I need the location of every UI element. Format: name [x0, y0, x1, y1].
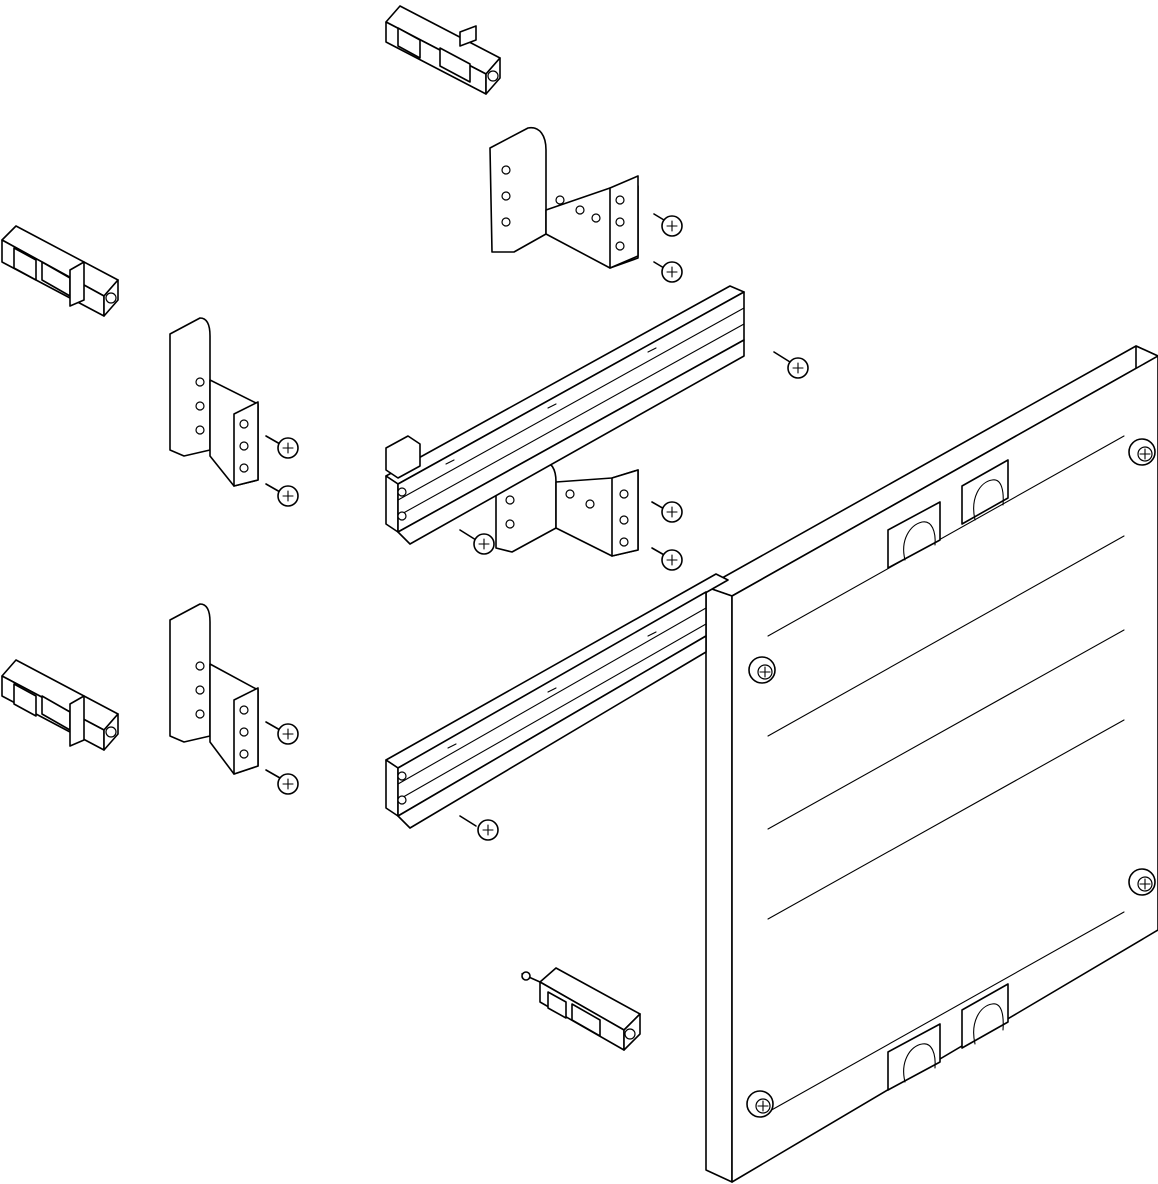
- terminal-block-bottom: [521, 967, 641, 1051]
- terminal-block-top: [385, 5, 501, 95]
- screw: [265, 721, 299, 745]
- mounting-bracket-middle: [495, 460, 639, 557]
- panel-latch-bottom: [887, 983, 1009, 1091]
- screw: [651, 501, 683, 523]
- screw: [265, 435, 299, 459]
- screw: [653, 261, 683, 283]
- mounting-rail-lower: [385, 573, 729, 829]
- mounting-bracket-upper-left: [169, 317, 259, 487]
- panel-screw: [746, 1090, 774, 1118]
- mounting-rail-upper: [385, 285, 745, 545]
- screw: [459, 529, 495, 555]
- screw: [773, 351, 809, 379]
- screw: [653, 213, 683, 237]
- terminal-block-lower-left: [1, 659, 119, 751]
- mounting-bracket-top: [489, 126, 639, 269]
- mounting-bracket-lower-left: [169, 603, 259, 775]
- cover-panel: [705, 345, 1158, 1183]
- terminal-block-upper-left: [1, 225, 119, 317]
- screw: [265, 769, 299, 795]
- screw: [651, 547, 683, 571]
- screw: [265, 483, 299, 507]
- panel-screw: [1128, 438, 1156, 466]
- screw: [459, 815, 499, 841]
- panel-latch-top: [887, 459, 1009, 569]
- panel-screw: [1128, 868, 1156, 896]
- panel-screw: [748, 656, 776, 684]
